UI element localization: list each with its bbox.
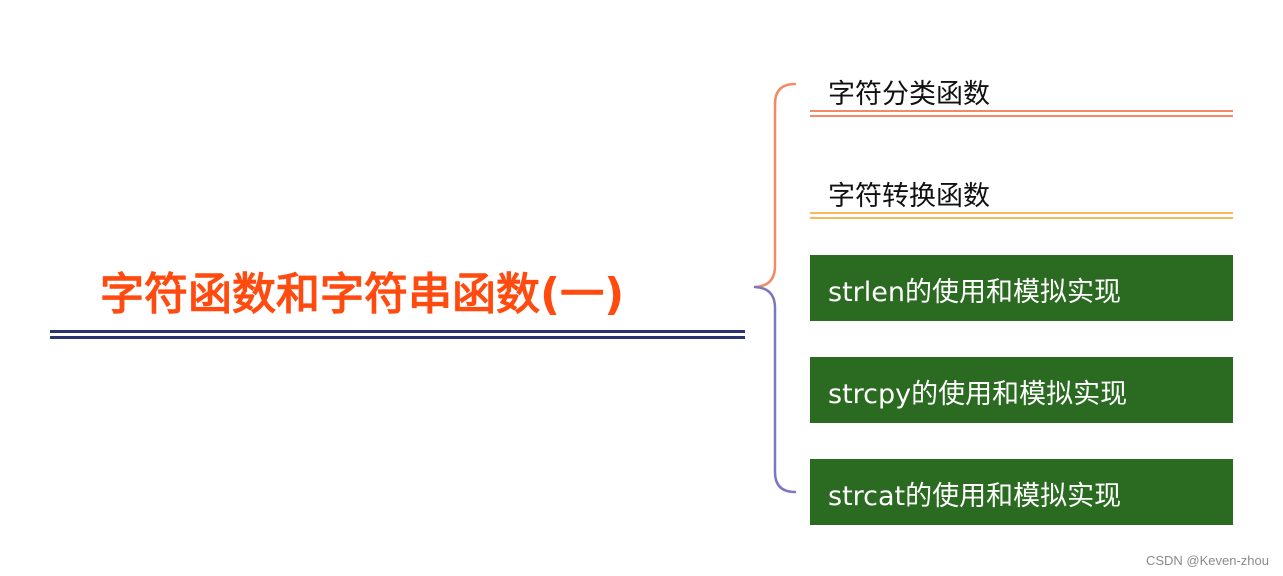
- branch-item-strcpy[interactable]: strcpy的使用和模拟实现: [810, 357, 1233, 423]
- branch-item-char-convert[interactable]: 字符转换函数: [810, 166, 1233, 219]
- branch-item-label: strcpy的使用和模拟实现: [828, 379, 1128, 410]
- root-underline: [50, 330, 745, 339]
- watermark: CSDN @Keven-zhou: [1145, 553, 1269, 568]
- branch-item-label: 字符分类函数: [828, 79, 990, 110]
- branch-item-underline-2: [810, 217, 1233, 219]
- branch-item-strcat[interactable]: strcat的使用和模拟实现: [810, 459, 1233, 525]
- branch-item-strlen[interactable]: strlen的使用和模拟实现: [810, 255, 1233, 321]
- root-underline-line-1: [50, 330, 745, 333]
- branch-item-label: 字符转换函数: [828, 181, 990, 212]
- root-title: 字符函数和字符串函数(一): [100, 269, 625, 320]
- upper-bracket: [753, 82, 797, 289]
- branch-item-label: strcat的使用和模拟实现: [828, 481, 1122, 512]
- branch-item-char-classify[interactable]: 字符分类函数: [810, 64, 1233, 117]
- branch-item-underline-1: [810, 212, 1233, 214]
- branch-item-underline-2: [810, 115, 1233, 117]
- branch-item-label: strlen的使用和模拟实现: [828, 277, 1121, 308]
- lower-bracket: [753, 285, 797, 494]
- branch-item-underline-1: [810, 110, 1233, 112]
- root-underline-line-2: [50, 336, 745, 339]
